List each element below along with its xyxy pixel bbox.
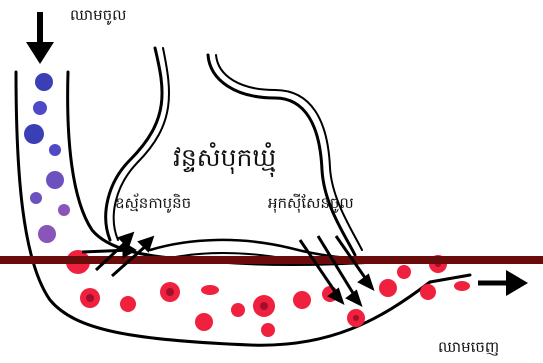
blood-cell-oxygenated — [397, 265, 411, 279]
blood-out-label: ឈាមចេញ — [438, 340, 499, 355]
blood-cell-deoxygenated — [30, 192, 42, 204]
blood-cell-oxygenated — [293, 291, 311, 309]
blood-cell-oxygenated-core — [86, 294, 94, 302]
blood-cell-oxygenated — [201, 285, 219, 295]
blood-cell-oxygenated-core — [260, 302, 268, 310]
blood-cell-oxygenated — [379, 279, 397, 297]
blood-cell-oxygenated — [261, 323, 275, 337]
blood-cell-deoxygenated — [58, 204, 70, 216]
o2-label: អុកស៊ីសែនចូល — [268, 196, 354, 211]
blood-cell-oxygenated — [120, 296, 136, 312]
blood-cell-oxygenated — [454, 281, 470, 291]
blood-cell-deoxygenated — [24, 124, 44, 144]
alveolus-title: វន្ទសំបុកឃ្មុំ — [173, 145, 276, 170]
blood-cell-oxygenated — [420, 284, 436, 300]
blood-cell-oxygenated-core — [353, 315, 359, 321]
blood-cell-deoxygenated — [38, 225, 56, 243]
membrane-line — [0, 256, 543, 264]
blood-cell-oxygenated-core — [166, 288, 174, 296]
blood-cell-deoxygenated — [46, 171, 64, 189]
blood-cell-deoxygenated — [49, 144, 61, 156]
outflow-arrow-icon — [478, 270, 528, 296]
co2-label: ឧស្ម័នកាបូនិច — [115, 196, 191, 211]
inflow-arrow-icon — [26, 12, 54, 64]
blood-cell-oxygenated — [195, 313, 213, 331]
deoxygenated-cells — [24, 73, 70, 243]
blood-in-label: ឈាមចូល — [70, 8, 126, 23]
blood-cell-deoxygenated — [33, 101, 47, 115]
o2-arrows — [300, 236, 372, 304]
blood-cell-oxygenated — [231, 303, 245, 317]
blood-cell-deoxygenated — [35, 73, 53, 91]
